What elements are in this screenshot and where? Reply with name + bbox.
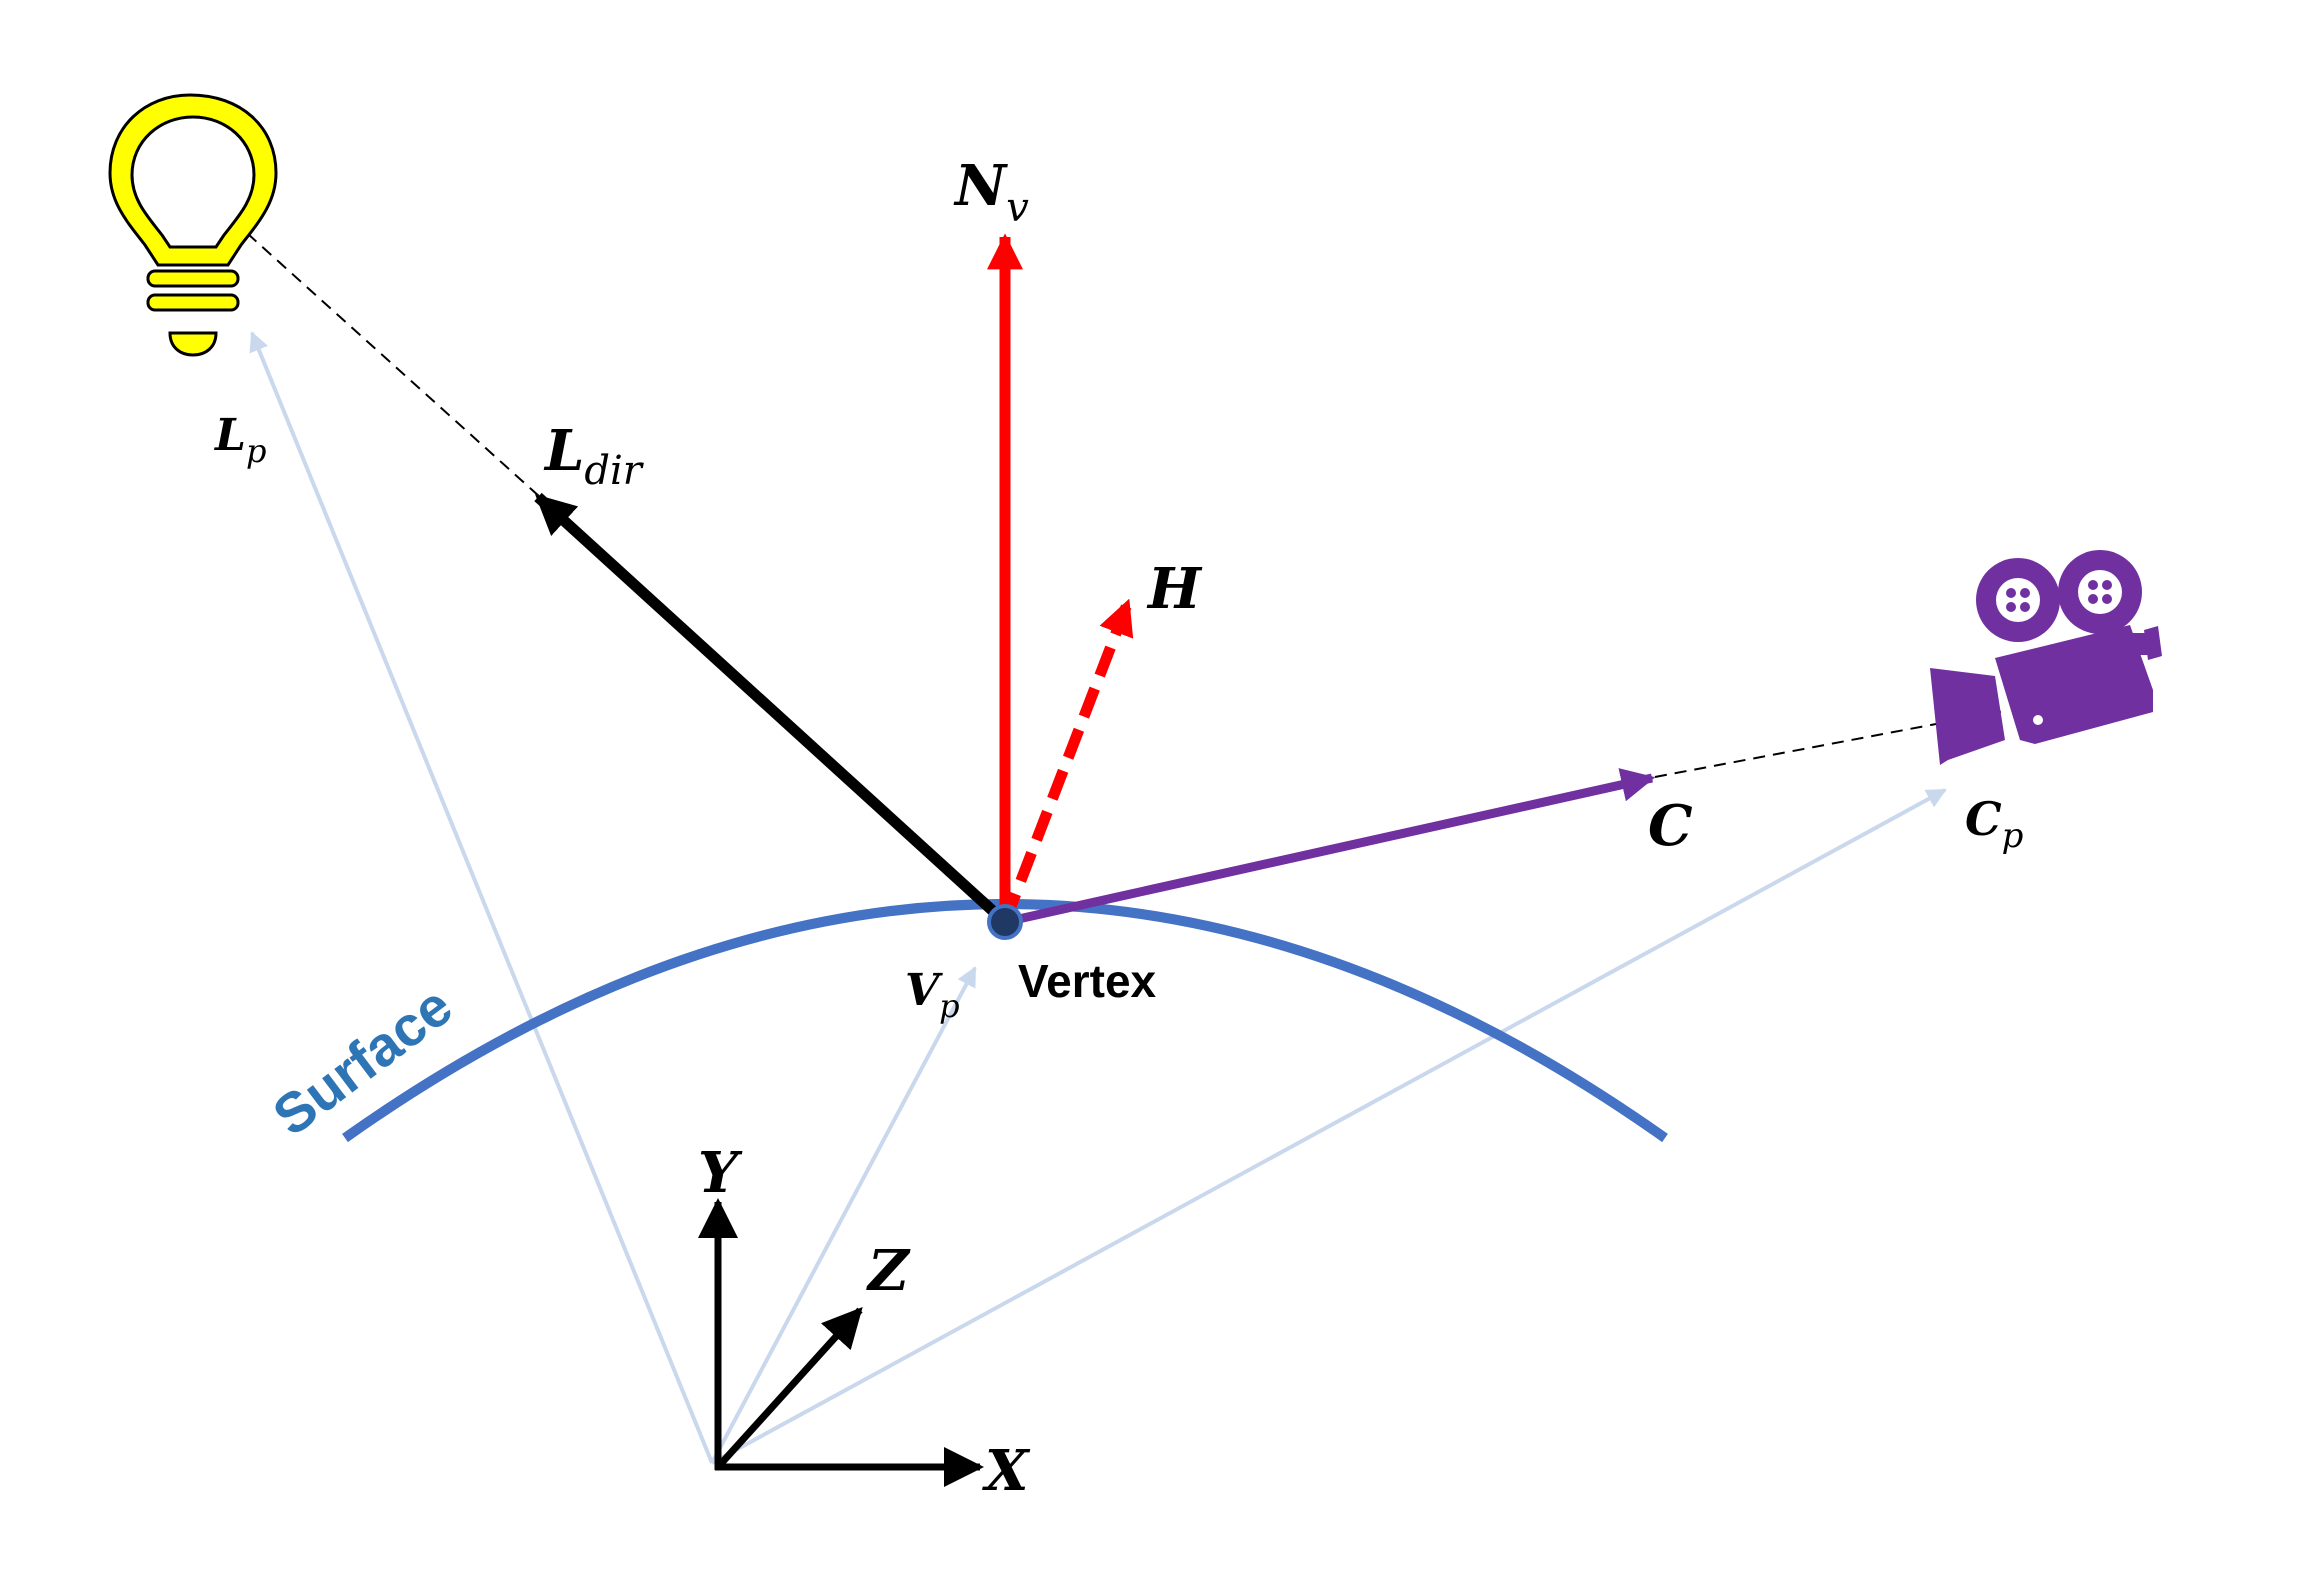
light-direction-label: Ldir (543, 418, 645, 494)
camera-position-vector (711, 788, 1947, 1465)
camera-direction-arrow (1004, 768, 1656, 927)
vertex-point (987, 904, 1023, 940)
vertex-position-label: Vp (905, 965, 960, 1025)
coordinate-axes (698, 1198, 984, 1487)
vertex-position-vector (710, 966, 977, 1464)
z-axis-arrow (715, 1307, 863, 1470)
half-vector-arrow (999, 598, 1134, 924)
normal-label: Nv (953, 153, 1029, 231)
z-axis-label: Z (866, 1238, 911, 1304)
position-vectors (249, 331, 1947, 1465)
movie-camera-icon (1930, 550, 2162, 765)
vertex-label: Vertex (1018, 955, 1157, 1007)
y-axis-label: Y (698, 1140, 743, 1206)
half-vector-label: H (1146, 556, 1203, 622)
camera-direction-label: C (1648, 793, 1693, 859)
light-bulb-icon (108, 93, 278, 357)
light-position-vector (249, 331, 714, 1464)
light-position-label: Lp (213, 410, 266, 470)
x-axis-label: X (982, 1438, 1031, 1504)
camera-position-label: Cp (1965, 792, 2023, 856)
light-direction-arrow (534, 492, 1009, 927)
